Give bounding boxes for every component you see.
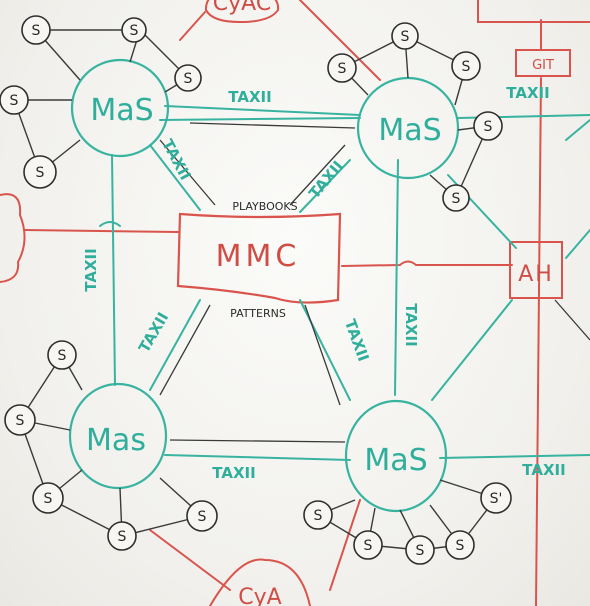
satellite-labels: S S S S S S S S S S S S S S S S S S S S' (10, 23, 503, 559)
satellite-label: S (452, 191, 461, 207)
taxii-label-bottom-right: TAXII (522, 461, 565, 479)
satellite-label: S (364, 538, 373, 554)
satellite-circles (0, 15, 512, 565)
link-tl-tr-2 (159, 117, 361, 121)
bottom-left-red-link (149, 529, 231, 591)
satellite-label: S (338, 61, 347, 77)
cyac-link-left (179, 11, 206, 41)
cyac-top-outline (204, 0, 280, 24)
taxii-label-right-vertical: TAXII (402, 303, 420, 346)
cyac-link-right (299, 0, 381, 81)
link-edge-right (565, 119, 590, 141)
satellite-label: S (118, 529, 127, 545)
dark-lines (159, 122, 590, 443)
link-tl-mmc (149, 144, 201, 211)
mmc-to-ah-line (341, 260, 513, 267)
mas-bottom-left-label: Mas (86, 423, 146, 458)
cyac-bottom-label: CyA (238, 585, 281, 606)
satellite-label: S (401, 29, 410, 45)
satellite-label: S (10, 93, 19, 109)
link-tr-mmc (299, 159, 351, 213)
satellite-label: S (58, 348, 67, 364)
satellite-label-alt: S' (490, 491, 503, 507)
link-cross-bump (99, 221, 121, 227)
link-ah-right (565, 229, 590, 259)
satellite-label: S (198, 509, 207, 525)
cloud-shape (0, 193, 26, 283)
bottom-right-red-link (329, 499, 361, 591)
link-tl-tr (164, 105, 361, 116)
satellite-label: S (184, 71, 193, 87)
ah-label: AH (518, 262, 554, 287)
taxii-label-diag-bl: TAXII (135, 309, 172, 356)
satellite-label: S (456, 538, 465, 554)
patterns-label: PATTERNS (230, 307, 286, 320)
link-br-mmc (299, 299, 351, 401)
mas-hubs (68, 58, 460, 513)
git-box (515, 49, 571, 77)
link-br-ah (431, 299, 513, 401)
mas-bottom-left-circle (68, 382, 168, 490)
ah-box (509, 241, 563, 299)
playbooks-label: PLAYBOOKS (232, 200, 297, 213)
mmc-box (176, 212, 342, 304)
link-tl-bl (111, 154, 116, 386)
mas-top-left-label: MaS (90, 93, 153, 128)
taxii-label-top: TAXII (228, 88, 271, 106)
cyac-top-label: CyAC (213, 0, 271, 16)
satellite-label: S (314, 508, 323, 524)
satellite-label: S (462, 59, 471, 75)
git-label: GIT (532, 58, 554, 73)
taxii-label-diag-br: TAXII (341, 317, 373, 364)
mas-labels: MaS MaS Mas MaS (86, 93, 442, 478)
link-bl-br (164, 454, 351, 461)
satellite-label: S (32, 23, 41, 39)
annotations: PLAYBOOKS PATTERNS (230, 200, 297, 320)
satellite-label: S (16, 413, 25, 429)
satellite-label: S (130, 23, 139, 39)
taxii-label-diag-tr: TAXII (305, 157, 347, 202)
taxii-labels: TAXII TAXII TAXII TAXII TAXII TAXII TAXI… (82, 84, 566, 482)
mas-bottom-right-circle (344, 399, 448, 513)
red-node-labels: MMC AH GIT CyAC CyA (213, 0, 554, 606)
satellite-label: S (44, 491, 53, 507)
taxii-label-top-right: TAXII (506, 84, 549, 102)
mmc-label: MMC (216, 239, 301, 274)
satellite-label: S (416, 543, 425, 559)
mas-top-left-circle (70, 58, 170, 158)
taxii-label-diag-tl: TAXII (158, 136, 194, 183)
vertical-red-line (535, 77, 542, 606)
mas-bottom-right-label: MaS (364, 443, 427, 478)
taxii-label-left: TAXII (82, 248, 100, 291)
taxii-label-bottom: TAXII (212, 464, 255, 482)
link-tr-br (394, 159, 399, 396)
mas-top-right-label: MaS (378, 113, 441, 148)
satellite-label: S (36, 165, 45, 181)
cyac-bottom-outline (209, 558, 311, 606)
link-bl-mmc (149, 299, 201, 391)
cloud-to-mmc-line (24, 229, 179, 233)
satellite-label: S (484, 119, 493, 135)
top-right-box-outline (477, 0, 590, 23)
link-br-right (439, 454, 590, 459)
